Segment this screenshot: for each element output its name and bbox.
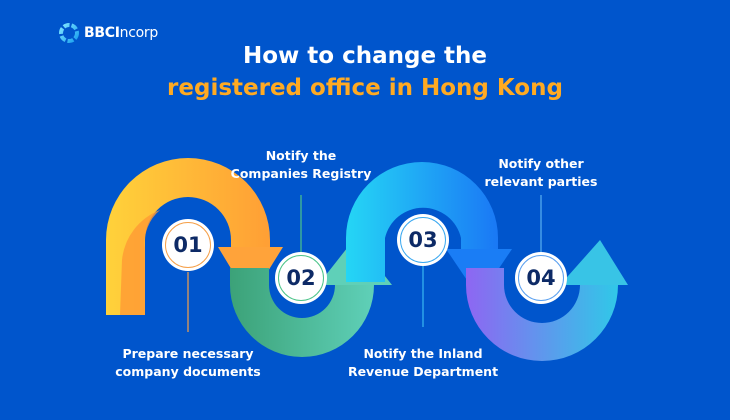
step-02-badge: 02 bbox=[275, 252, 327, 304]
page-title: How to change the registered office in H… bbox=[0, 40, 730, 104]
title-line-2: registered office in Hong Kong bbox=[167, 75, 563, 101]
title-line-1: How to change the bbox=[242, 43, 488, 69]
bbcincorp-ring-logo-icon bbox=[59, 23, 79, 43]
step-01-label: Prepare necessary company documents bbox=[115, 346, 261, 379]
step-02-label: Notify the Companies Registry bbox=[230, 148, 372, 181]
step-03-label: Notify the Inland Revenue Department bbox=[347, 346, 499, 379]
step-04-label: Notify other relevant parties bbox=[484, 156, 598, 189]
step-04-badge: 04 bbox=[515, 252, 567, 304]
brand-logo: BBCIncorp bbox=[58, 22, 158, 44]
step-04-arrow bbox=[466, 240, 628, 361]
brand-name: BBCIncorp bbox=[84, 25, 158, 41]
step-03-badge: 03 bbox=[397, 214, 449, 266]
step-01-badge: 01 bbox=[162, 219, 214, 271]
